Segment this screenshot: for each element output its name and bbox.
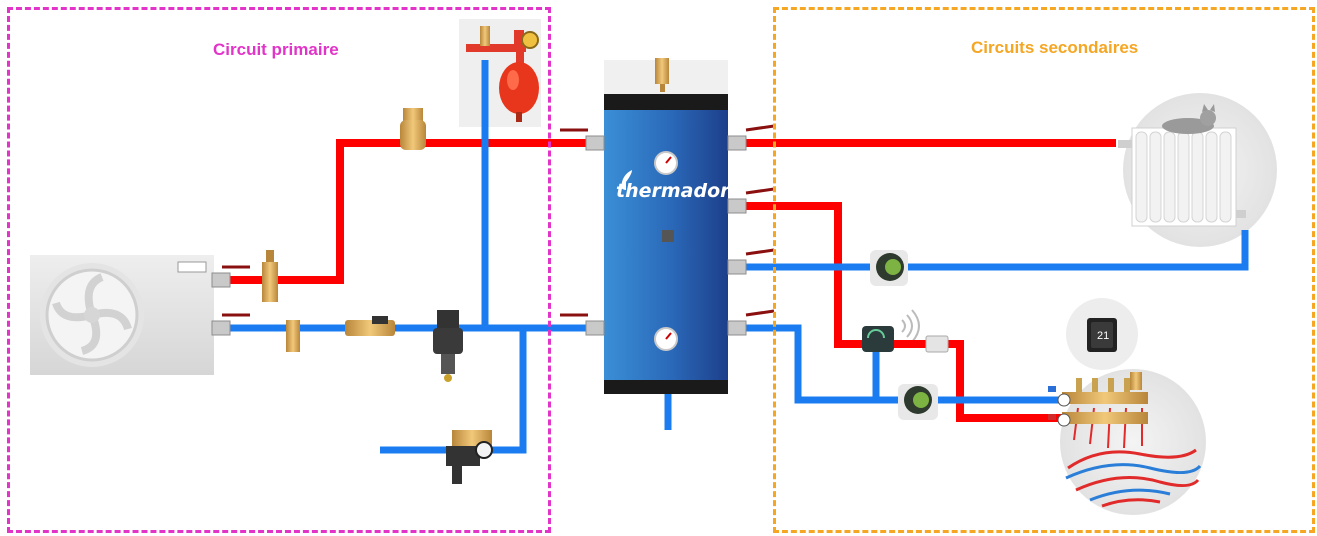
secondary-circuits-title: Circuits secondaires	[971, 38, 1139, 57]
underfloor-heating-icon	[1060, 369, 1206, 515]
cat-icon	[1162, 104, 1216, 134]
manifold-icon	[1048, 378, 1148, 427]
filling-valve-icon	[446, 430, 493, 484]
tank-brand-label: thermador	[616, 180, 730, 202]
primary-circuit-title: Circuit primaire	[213, 40, 339, 59]
primary-circuit-zone	[7, 7, 551, 533]
cold-pipes	[216, 60, 1249, 454]
expansion-vessel-icon	[459, 19, 541, 127]
mixing-valve-icon	[262, 250, 300, 352]
magnetic-filter-icon	[433, 310, 463, 382]
controller-icon	[862, 326, 949, 353]
flow-meter-icon	[345, 316, 395, 336]
heat-pump-icon	[30, 255, 214, 375]
secondary-circuits-zone	[773, 7, 1315, 533]
circulator-pump-icon	[870, 250, 938, 420]
air-vent-icon	[400, 58, 1142, 390]
radiator-icon	[1118, 93, 1277, 247]
thermostat-icon	[1066, 298, 1138, 370]
wifi-icon	[901, 309, 920, 343]
thermometer-icon	[654, 151, 678, 351]
valve-handles	[222, 124, 775, 317]
thermostat-display: 21	[1097, 330, 1110, 342]
valve-icon	[211, 135, 747, 336]
